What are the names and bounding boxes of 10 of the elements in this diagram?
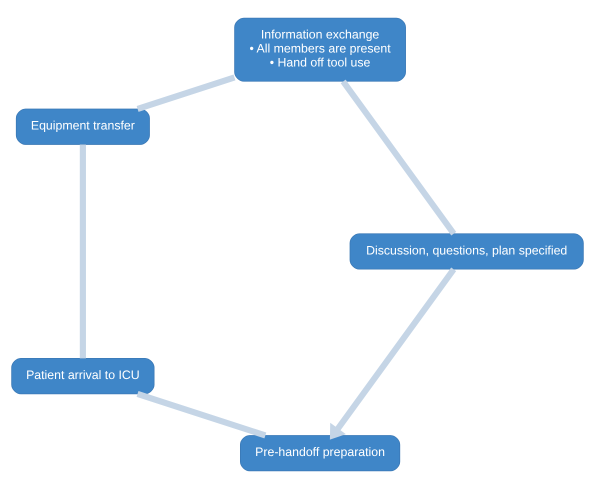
connector xyxy=(136,74,236,112)
node-box: Discussion, questions, plan specified xyxy=(350,233,584,270)
connector xyxy=(136,390,266,438)
node-box: Information exchange • All members are present • Hand off tool use xyxy=(234,18,406,82)
connector xyxy=(80,144,86,358)
connector xyxy=(340,80,456,236)
node-box: Equipment transfer xyxy=(16,108,150,145)
node-box: Patient arrival to ICU xyxy=(11,358,154,394)
arrow xyxy=(330,268,456,440)
node-box: Pre-handoff preparation xyxy=(240,435,400,472)
